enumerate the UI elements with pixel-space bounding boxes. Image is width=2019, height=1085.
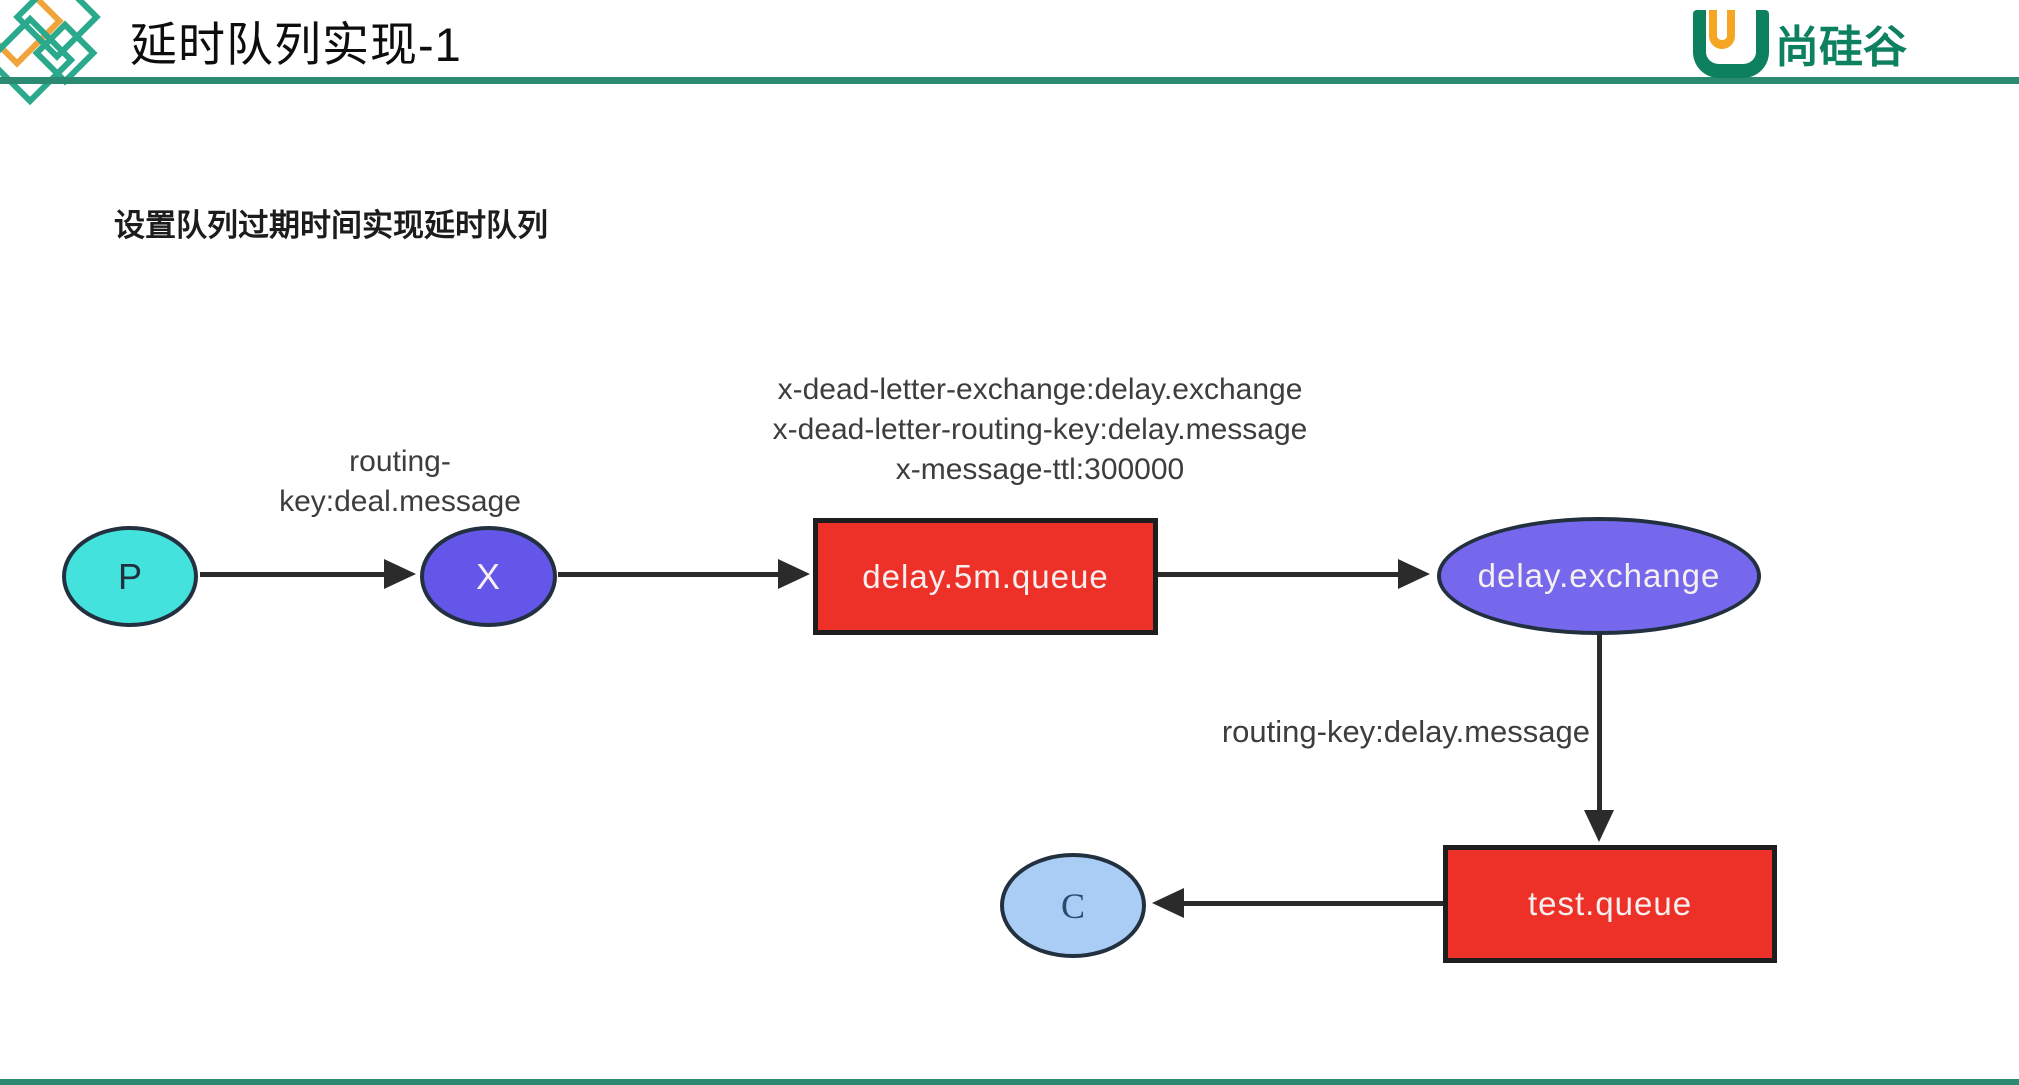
arrow-exchange-to-testqueue-head [1584, 810, 1614, 842]
label-p-to-x: routing- key:deal.message [240, 442, 560, 522]
node-producer: P [62, 526, 198, 627]
arrow-p-to-x-line [200, 572, 386, 577]
node-test-queue-label: test.queue [1527, 885, 1693, 922]
arrow-testqueue-to-c-head [1152, 888, 1184, 918]
logo-u-inner-icon [1709, 10, 1735, 49]
brand-logo-text: 尚硅谷 [1775, 23, 1907, 72]
node-delay-queue: delay.5m.queue [813, 518, 1158, 635]
logo-u-icon [1693, 10, 1769, 78]
page-title: 延时队列实现-1 [130, 18, 462, 71]
brand-logo: 尚硅谷 [1693, 8, 1907, 78]
node-producer-label: P [117, 555, 142, 597]
label-p-to-x-line2: key:deal.message [279, 485, 521, 518]
node-consumer-label: C [1060, 885, 1085, 926]
arrow-queue-to-exchange-head [1398, 559, 1430, 589]
label-queue-args-line1: x-dead-letter-exchange:delay.exchange [777, 373, 1303, 406]
node-delay-exchange: delay.exchange [1437, 517, 1761, 635]
label-exchange-to-queue: routing-key:delay.message [1221, 714, 1590, 749]
label-queue-args-line3: x-message-ttl:300000 [895, 453, 1185, 486]
label-p-to-x-line1: routing- [349, 445, 451, 478]
arrow-x-to-queue-line [558, 572, 780, 577]
arrow-p-to-x-head [384, 559, 416, 589]
footer-divider [0, 1079, 2019, 1085]
node-exchange-x: X [420, 526, 557, 627]
node-consumer: C [1000, 853, 1146, 958]
slide-subtitle: 设置队列过期时间实现延时队列 [114, 208, 548, 243]
node-delay-exchange-label: delay.exchange [1477, 557, 1721, 594]
arrow-queue-to-exchange-line [1158, 572, 1400, 577]
node-test-queue: test.queue [1443, 845, 1777, 963]
arrow-testqueue-to-c-line [1184, 901, 1443, 906]
label-queue-args-line2: x-dead-letter-routing-key:delay.message [772, 413, 1308, 446]
arrow-exchange-to-testqueue-line [1597, 634, 1602, 812]
arrow-x-to-queue-head [778, 559, 810, 589]
node-exchange-x-label: X [475, 555, 501, 597]
node-delay-queue-label: delay.5m.queue [862, 557, 1109, 595]
label-queue-args: x-dead-letter-exchange:delay.exchange x-… [690, 370, 1390, 490]
header-divider [0, 77, 2019, 84]
